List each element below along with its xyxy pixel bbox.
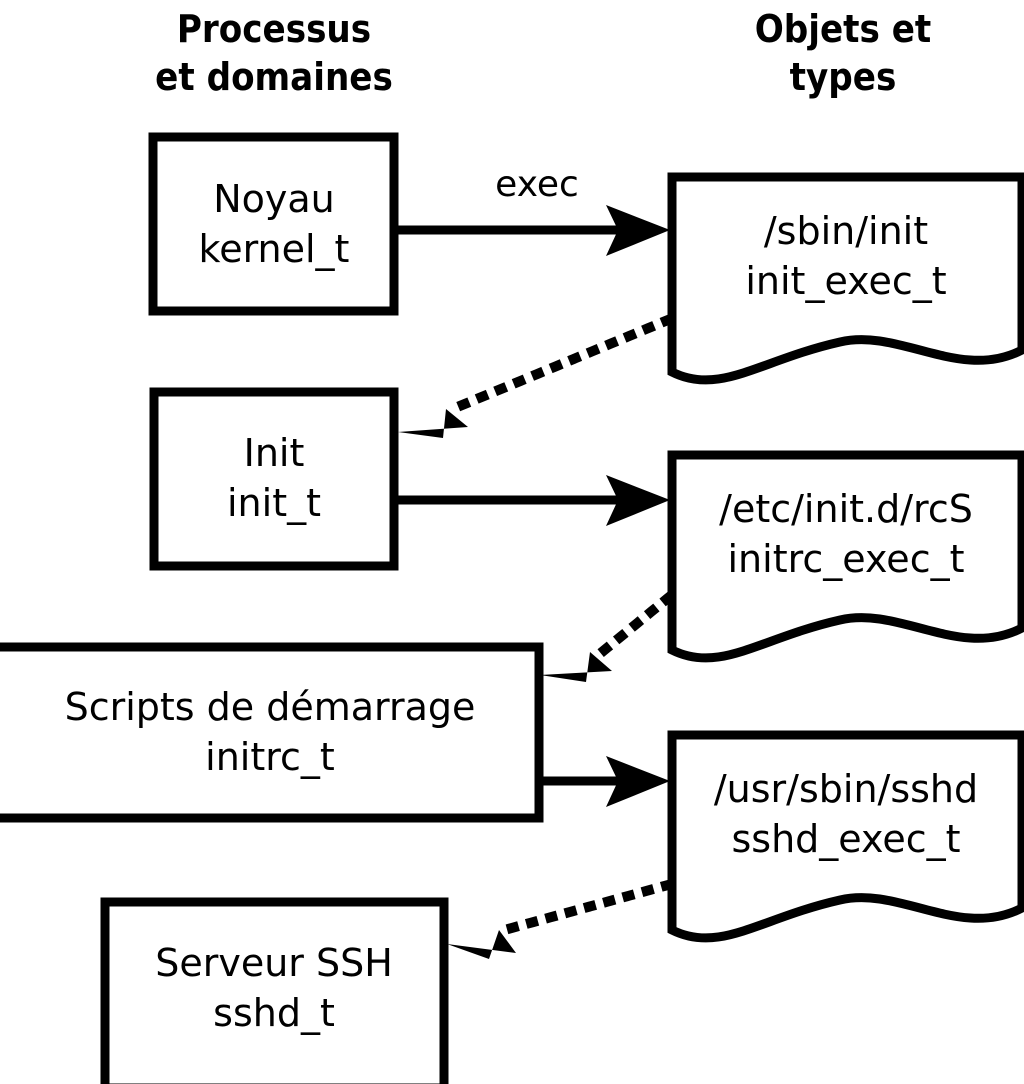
edge-init-exec-transition-init-line	[448, 313, 675, 415]
object-doc-sshd-exec[interactable]: /usr/sbin/sshd sshd_exec_t	[667, 730, 1024, 943]
edge-initrc-exec-transition-initrc-line	[594, 590, 676, 660]
process-box-sshd-line2: sshd_t	[213, 991, 335, 1035]
object-doc-initrc-exec-shape	[667, 450, 1024, 663]
process-box-init-line2: init_t	[227, 481, 321, 525]
object-doc-sshd-exec-line2: sshd_exec_t	[731, 817, 960, 861]
column-header-processes: Processus et domaines	[155, 7, 393, 99]
object-doc-initrc-exec-line1: /etc/init.d/rcS	[719, 487, 973, 531]
process-box-init[interactable]: Init init_t	[149, 387, 399, 571]
edge-kernel-exec-init-exec-arrowhead	[606, 205, 670, 256]
edge-initrc-exec-sshd-exec	[539, 756, 670, 807]
edge-sshd-exec-transition-sshd	[447, 878, 675, 959]
process-box-initrc-line2: initrc_t	[205, 735, 335, 779]
object-doc-initrc-exec[interactable]: /etc/init.d/rcS initrc_exec_t	[667, 450, 1024, 663]
edge-initrc-exec-transition-initrc	[540, 590, 676, 682]
process-box-initrc-line1: Scripts de démarrage	[65, 685, 476, 729]
column-header-objects-line1: Objets et	[755, 7, 932, 51]
column-header-objects-line2: types	[790, 55, 897, 99]
process-box-init-shape	[149, 387, 399, 571]
edge-init-exec-initrc-exec-arrowhead	[606, 475, 670, 526]
edge-sshd-exec-transition-sshd-arrowhead	[447, 930, 516, 959]
process-box-kernel-line2: kernel_t	[199, 227, 350, 271]
object-doc-init-exec-line1: /sbin/init	[764, 209, 928, 253]
process-box-initrc-shape	[0, 642, 544, 823]
edge-initrc-exec-transition-initrc-arrowhead	[540, 652, 612, 682]
object-doc-init-exec[interactable]: /sbin/init init_exec_t	[667, 172, 1024, 385]
process-box-init-line1: Init	[244, 431, 305, 475]
edge-kernel-exec-init-exec-label: exec	[495, 164, 579, 205]
process-box-kernel-line1: Noyau	[213, 177, 335, 221]
edge-initrc-exec-sshd-exec-arrowhead	[606, 756, 670, 807]
object-doc-initrc-exec-line2: initrc_exec_t	[728, 537, 965, 581]
process-box-kernel-shape	[148, 132, 399, 316]
edge-init-exec-transition-init-arrowhead	[398, 409, 468, 438]
edge-kernel-exec-init-exec: exec	[394, 164, 670, 256]
edge-init-exec-initrc-exec	[394, 475, 670, 526]
column-header-processes-line1: Processus	[177, 7, 371, 51]
process-box-initrc[interactable]: Scripts de démarrage initrc_t	[0, 642, 544, 823]
column-header-objects: Objets et types	[755, 7, 932, 99]
process-box-sshd-shape	[100, 897, 449, 1084]
process-box-sshd[interactable]: Serveur SSH sshd_t	[100, 897, 449, 1084]
column-header-processes-line2: et domaines	[155, 55, 393, 99]
process-box-sshd-line1: Serveur SSH	[155, 941, 393, 985]
edge-init-exec-transition-init	[398, 313, 675, 438]
object-doc-init-exec-line2: init_exec_t	[745, 259, 946, 303]
process-box-kernel[interactable]: Noyau kernel_t	[148, 132, 399, 316]
edge-sshd-exec-transition-sshd-line	[501, 878, 675, 936]
object-doc-init-exec-shape	[667, 172, 1024, 385]
object-doc-sshd-exec-shape	[667, 730, 1024, 943]
object-doc-sshd-exec-line1: /usr/sbin/sshd	[714, 767, 978, 811]
